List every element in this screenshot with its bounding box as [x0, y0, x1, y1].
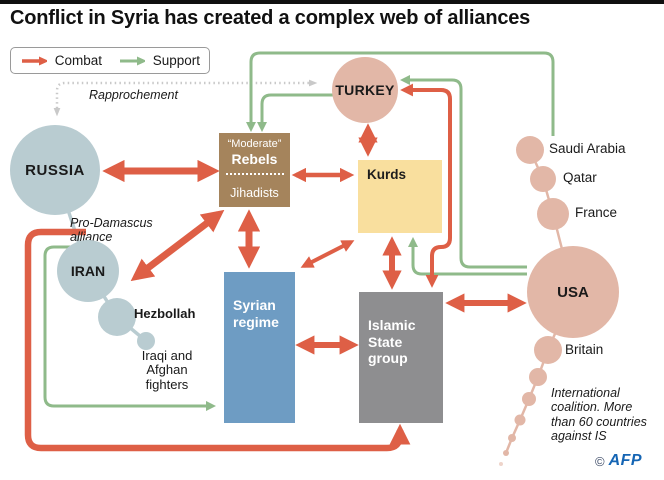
rebels-top-label: “Moderate” — [227, 138, 282, 150]
credit: © AFP — [595, 452, 642, 470]
rebels-sub-label: Jihadists — [230, 186, 279, 200]
combat-arrow-turkey-islamicstate — [400, 83, 452, 288]
node-turkey-label: TURKEY — [335, 82, 395, 98]
rebels-main-label: Rebels — [231, 151, 278, 167]
page-title: Conflict in Syria has created a complex … — [10, 7, 531, 29]
node-france-label: France — [575, 205, 618, 220]
node-usa: USA — [527, 246, 619, 338]
legend-support-label: Support — [152, 53, 200, 68]
combat-arrow-kurds-regime — [300, 240, 355, 268]
kurds-label: Kurds — [367, 167, 407, 182]
combat-arrow-icon — [22, 56, 47, 65]
node-hezbollah — [98, 298, 136, 336]
node-britain-label: Britain — [565, 342, 604, 357]
coalition-note: International coalition. More than 60 co… — [551, 386, 647, 444]
node-qatar — [530, 166, 556, 192]
node-iran: IRAN — [57, 240, 119, 302]
legend-combat-label: Combat — [54, 53, 102, 68]
node-russia: RUSSIA — [10, 125, 100, 215]
node-kurds: Kurds — [358, 160, 442, 233]
node-britain — [534, 336, 562, 364]
node-saudi-arabia-label: Saudi Arabia — [549, 141, 626, 156]
node-usa-label: USA — [557, 283, 589, 301]
rapprochement-label: Rapprochement — [89, 88, 178, 102]
node-iran-label: IRAN — [70, 263, 106, 279]
rapprochement-arrow-russia-turkey — [53, 79, 318, 117]
coalition-tail-circles — [499, 368, 547, 466]
support-arrow-prodamascus-regime — [43, 245, 217, 412]
node-turkey: TURKEY — [332, 57, 398, 123]
top-rule — [0, 0, 664, 4]
node-iraqi-afghan-label: Iraqi and Afghan fighters — [141, 348, 193, 392]
rebels-divider — [225, 173, 284, 175]
afp-logo: AFP — [608, 452, 643, 469]
combat-arrow-russia-islamicstate — [24, 228, 411, 452]
support-arrow-turkey-rebels — [256, 93, 338, 133]
node-qatar-label: Qatar — [563, 170, 597, 185]
node-france — [537, 198, 569, 230]
node-syrian-regime: Syrian regime — [224, 272, 295, 423]
support-arrow-usa-turkey — [399, 74, 527, 269]
coalition-chain-line — [504, 149, 575, 454]
node-saudi-arabia — [516, 136, 544, 164]
node-rebels: “Moderate” Rebels Jihadists — [219, 133, 290, 207]
node-iraqi-afghan — [137, 332, 155, 350]
islamic-state-label: Islamic State group — [368, 316, 416, 367]
support-arrow-saudi-rebels — [245, 51, 555, 136]
node-hezbollah-label: Hezbollah — [134, 306, 196, 321]
legend: Combat Support — [10, 47, 210, 74]
syrian-regime-label: Syrian regime — [233, 296, 279, 330]
combat-arrow-iran-rebels — [130, 209, 225, 282]
copyright-icon: © — [595, 453, 605, 469]
node-russia-label: RUSSIA — [25, 161, 85, 179]
node-islamic-state: Islamic State group — [359, 292, 443, 423]
support-arrow-icon — [119, 56, 145, 65]
